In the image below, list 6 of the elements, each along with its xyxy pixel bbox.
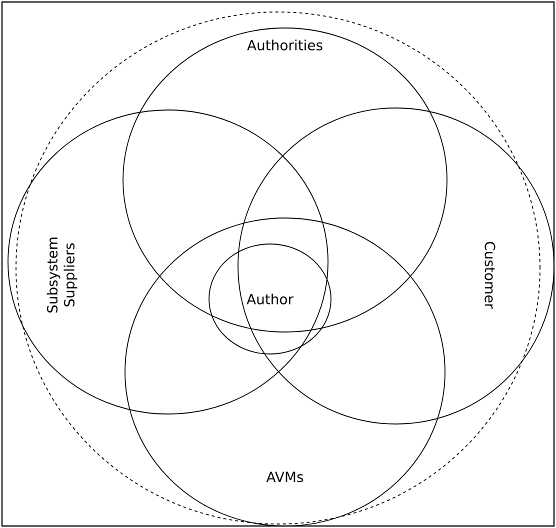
circle-label: Subsystem Suppliers: [46, 238, 78, 313]
circle-label: Author: [246, 294, 294, 304]
circle: [208, 244, 332, 354]
circle-label: Authorities: [247, 40, 322, 50]
circle-label: AVMs: [266, 472, 304, 482]
circle-label: Customer: [484, 242, 496, 309]
